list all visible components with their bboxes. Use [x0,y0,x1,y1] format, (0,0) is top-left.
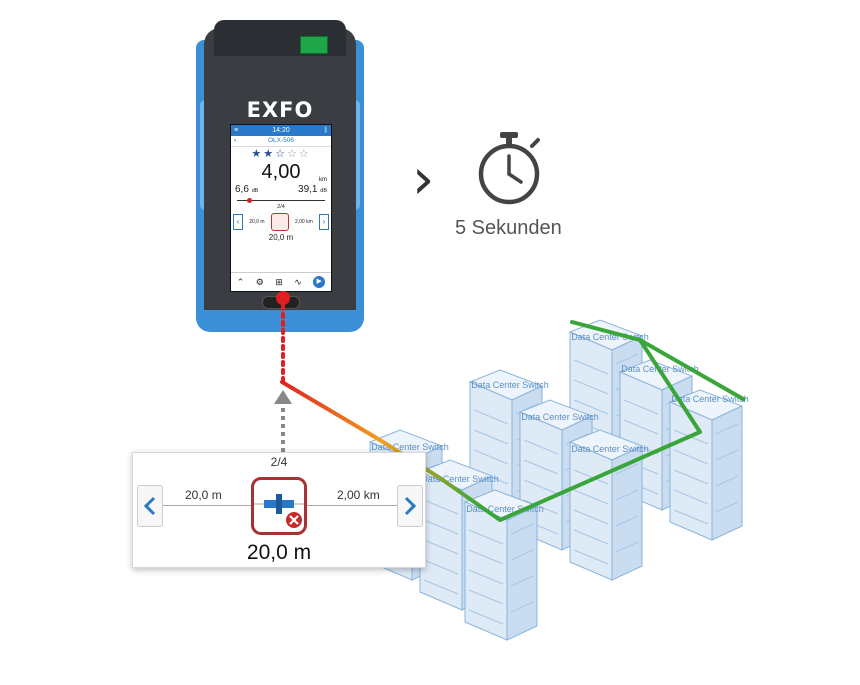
fiber-trace-green [499,320,746,522]
length-unit: km [319,177,327,183]
link-view-line [237,198,325,203]
switch-label: Data Center Switch [571,332,649,342]
otdr-device: EXFO ≡ 14:20 ᛒ ‹ OLX-506 ★★☆☆☆ 4,00 km 6… [196,20,364,338]
duration-label: 5 Sekunden [455,217,562,239]
fiber-port [300,36,328,54]
switch-label: Data Center Switch [466,504,544,514]
left-distance: 20,0 m [185,488,222,502]
arrow-chevron-icon: › [412,147,435,212]
screen-connector-fault-icon[interactable] [270,213,289,231]
length-readout: 4,00 km [231,161,331,183]
trace-icon[interactable]: ∿ [294,276,302,287]
connector-icon[interactable]: ⊞ [275,276,283,287]
loss-row: 6,6 dB 39,1 dB [231,183,331,198]
switch-label: Data Center Switch [571,444,649,454]
connector-fault-icon[interactable] [251,477,307,535]
brand-logo: EXFO [246,98,314,122]
reflectance-unit: dB [320,188,327,194]
clock: 14:20 [272,127,290,134]
next-event-button[interactable] [397,485,423,527]
screen-left-distance: 20,0 m [249,219,265,225]
chevron-right-icon [404,496,417,516]
screen-prev-button[interactable]: ‹ [233,214,243,230]
device-screen: ≡ 14:20 ᛒ ‹ OLX-506 ★★☆☆☆ 4,00 km 6,6 dB… [230,124,332,292]
rating-stars: ★★☆☆☆ [251,148,311,160]
event-fraction: 2/4 [270,455,288,469]
screen-event-nav: ‹ 20,0 m 2,00 km › [231,211,331,233]
screen-next-button[interactable]: › [318,214,329,230]
switch-label: Data Center Switch [671,394,749,404]
device-bottom-bumper [196,310,364,332]
switch-label: Data Center Switch [371,442,449,452]
tools-icon[interactable]: ⚙ [255,276,264,287]
right-distance: 2,00 km [337,488,380,502]
loss-value: 6,6 [235,184,249,195]
loss-unit: dB [251,188,259,194]
screen-toolbar: ⌃ ⚙ ⊞ ∿ ▶ [231,272,331,291]
event-zoom-panel: 2/4 20,0 m 2,00 km 20,0 m [132,452,426,568]
switch-label: Data Center Switch [471,380,549,390]
switch-label: Data Center Switch [521,412,599,422]
play-button[interactable]: ▶ [313,276,326,288]
screen-event-fraction: 2/4 [277,204,285,210]
fiber-origin-dot [276,291,290,305]
switch-label: Data Center Switch [421,474,499,484]
status-bar: ≡ 14:20 ᛒ [231,125,331,136]
length-value: 4,00 [261,161,301,183]
event-distance: 20,0 m [246,541,312,564]
chevron-up-icon[interactable]: ⌃ [236,276,245,287]
screen-title: OLX-506 [267,137,295,144]
stopwatch-icon [478,132,540,205]
screen-event-distance: 20,0 m [268,233,294,242]
screen-right-distance: 2,00 km [294,219,313,225]
menu-icon[interactable]: ≡ [234,127,239,134]
back-icon[interactable]: ‹ [234,137,237,144]
reflectance-value: 39,1 [298,184,318,195]
bluetooth-icon: ᛒ [323,127,328,134]
chevron-left-icon [143,496,156,516]
connector-icon [254,494,304,528]
previous-event-button[interactable] [137,485,163,527]
screen-header: ‹ OLX-506 [231,136,331,147]
